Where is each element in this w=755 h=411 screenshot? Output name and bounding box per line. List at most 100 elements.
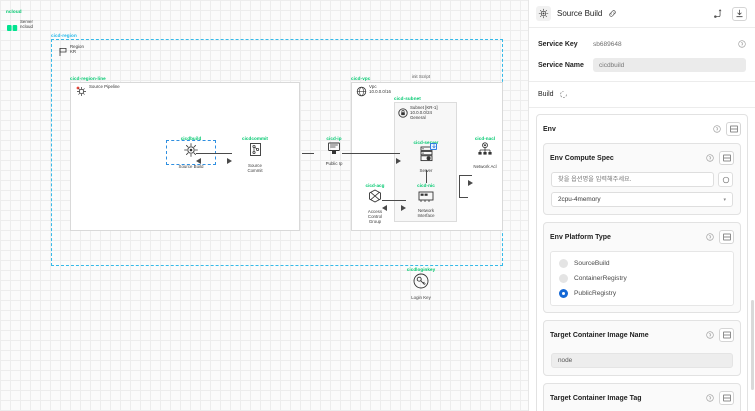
env-compute-spec-title: Env Compute Spec bbox=[550, 154, 614, 162]
download-icon[interactable] bbox=[732, 6, 747, 21]
acg-icon bbox=[352, 189, 398, 208]
compute-spec-select[interactable]: 2cpu-4memory ▾ bbox=[551, 192, 733, 207]
node-loginkey-title: cicdloginkey bbox=[406, 267, 436, 272]
route-icon[interactable] bbox=[710, 7, 726, 21]
collapse-box-icon[interactable] bbox=[726, 122, 741, 136]
subnet-container[interactable] bbox=[394, 102, 457, 222]
help-circle-icon[interactable] bbox=[706, 389, 714, 407]
help-circle-icon[interactable] bbox=[706, 326, 714, 344]
node-pipeline[interactable]: Source Pipeline bbox=[76, 84, 120, 102]
node-acg-label: Access Control Group bbox=[367, 209, 383, 225]
pipeline-icon bbox=[76, 84, 87, 102]
node-cicdbuild-title: cicdbuild bbox=[180, 136, 202, 141]
radio-option-publicregistry[interactable]: PublicRegistry bbox=[557, 286, 727, 301]
panel-title: Source Build bbox=[557, 9, 603, 18]
panel-header: Source Build bbox=[529, 0, 755, 28]
env-card-header: Env bbox=[537, 115, 747, 143]
radio-option-sourcebuild[interactable]: SourceBuild bbox=[557, 256, 727, 271]
node-loginkey[interactable]: cicdloginkey Login Key bbox=[398, 267, 444, 300]
collapse-box-icon[interactable] bbox=[719, 230, 734, 244]
env-platform-type-options: SourceBuild ContainerRegistry PublicRegi… bbox=[550, 251, 734, 306]
node-server[interactable]: cicd-server Server bbox=[403, 140, 449, 173]
public-ip-icon bbox=[311, 142, 357, 160]
radio-icon-selected bbox=[559, 289, 568, 298]
panel-scroll-body[interactable]: Env bbox=[529, 108, 755, 411]
node-cicdcommit-label: Source Commit bbox=[247, 163, 263, 174]
compute-spec-search-input[interactable] bbox=[551, 172, 714, 187]
collapse-box-icon[interactable] bbox=[719, 151, 734, 165]
target-image-tag-title: Target Container Image Tag bbox=[550, 394, 642, 402]
node-acg-title: cicd-acg bbox=[365, 183, 385, 188]
service-key-label: Service Key bbox=[538, 40, 578, 48]
arrow-right-icon bbox=[468, 173, 473, 191]
edge-nacl-top bbox=[459, 175, 472, 176]
node-nacl[interactable]: cicd-nacl Network Acl bbox=[462, 136, 508, 169]
node-vpc[interactable]: Vpc 10.0.0.0/16 bbox=[356, 84, 391, 102]
node-nic-title: cicd-nic bbox=[417, 183, 435, 188]
env-platform-type-header: Env Platform Type bbox=[544, 223, 740, 251]
node-cicdbuild[interactable]: cicdbuild Source Build bbox=[166, 136, 216, 169]
node-nic[interactable]: cicd-nic Network Interface bbox=[403, 183, 449, 218]
vpc-icon bbox=[356, 84, 367, 102]
collapse-box-icon[interactable] bbox=[719, 391, 734, 405]
node-publicip-label: Public Ip bbox=[325, 161, 343, 166]
radio-label: ContainerRegistry bbox=[574, 275, 627, 282]
env-platform-type-card: Env Platform Type bbox=[543, 222, 741, 313]
source-build-icon bbox=[166, 140, 216, 165]
refresh-spinner-icon[interactable] bbox=[559, 90, 568, 99]
node-ncloud[interactable]: Server ncloud bbox=[7, 19, 33, 37]
help-circle-icon[interactable] bbox=[713, 120, 721, 138]
server-info-badge[interactable] bbox=[430, 143, 437, 150]
env-card: Env bbox=[536, 114, 748, 411]
edge-acg-nic bbox=[382, 200, 406, 201]
edge-server-nic bbox=[426, 170, 427, 183]
help-circle-icon[interactable] bbox=[706, 149, 714, 167]
group-label-ncloud: ncloud bbox=[6, 9, 22, 14]
build-label: Build bbox=[538, 91, 554, 98]
link-icon[interactable] bbox=[608, 9, 617, 18]
target-image-tag-card: Target Container Image Tag bbox=[543, 383, 741, 411]
node-publicip[interactable]: cicd-ip Public Ip bbox=[311, 136, 357, 166]
node-subnet[interactable]: Subnet [KR-1] 10.0.0.0/24 General bbox=[398, 105, 438, 123]
target-image-name-title: Target Container Image Name bbox=[550, 331, 649, 339]
target-image-name-card: Target Container Image Name bbox=[543, 320, 741, 376]
panel-scrollbar[interactable] bbox=[751, 300, 754, 390]
node-pipeline-label: Source Pipeline bbox=[89, 84, 120, 89]
node-subnet-label: Subnet [KR-1] 10.0.0.0/24 General bbox=[410, 105, 438, 120]
service-info-section: Service Key sb689648 Service Name bbox=[529, 28, 755, 82]
architecture-canvas[interactable]: ncloud Server ncloud cicd-region Region … bbox=[0, 0, 528, 411]
service-key-row: Service Key sb689648 bbox=[538, 35, 746, 53]
arrow-left-icon bbox=[382, 198, 387, 216]
node-cicdcommit[interactable]: cicdcommit Source Commit bbox=[232, 136, 278, 173]
group-label-cicd-region-line: cicd-region-line bbox=[70, 76, 106, 81]
target-image-name-input[interactable] bbox=[551, 353, 733, 368]
collapse-box-icon[interactable] bbox=[719, 328, 734, 342]
edge-nacl-horizontal bbox=[459, 197, 468, 198]
node-nacl-title: cicd-nacl bbox=[474, 136, 496, 141]
node-ncloud-label: Server ncloud bbox=[20, 19, 33, 29]
help-circle-icon[interactable] bbox=[738, 35, 746, 53]
subnet-icon bbox=[398, 105, 408, 123]
region-line-container[interactable] bbox=[70, 82, 300, 231]
edge-build-commit bbox=[196, 153, 232, 154]
flag-icon bbox=[58, 44, 68, 62]
properties-panel: Source Build bbox=[528, 0, 755, 411]
target-image-tag-header: Target Container Image Tag bbox=[544, 384, 740, 411]
node-nic-label: Network Interface bbox=[417, 208, 435, 219]
radio-icon bbox=[559, 259, 568, 268]
build-section: Build bbox=[529, 82, 755, 108]
node-cicdcommit-title: cicdcommit bbox=[241, 136, 269, 141]
reload-circle-icon[interactable] bbox=[718, 172, 733, 187]
radio-option-containerregistry[interactable]: ContainerRegistry bbox=[557, 271, 727, 286]
source-commit-icon bbox=[232, 142, 278, 162]
help-circle-icon[interactable] bbox=[706, 228, 714, 246]
target-image-name-header: Target Container Image Name bbox=[544, 321, 740, 349]
network-interface-icon bbox=[403, 189, 449, 207]
node-acg[interactable]: cicd-acg Access Control Group bbox=[352, 183, 398, 225]
server-icon bbox=[403, 146, 449, 167]
env-platform-type-title: Env Platform Type bbox=[550, 233, 611, 241]
node-nacl-label: Network Acl bbox=[473, 164, 497, 169]
service-name-input[interactable] bbox=[593, 58, 746, 72]
radio-label: PublicRegistry bbox=[574, 290, 617, 297]
node-region[interactable]: Region KR bbox=[58, 44, 84, 62]
